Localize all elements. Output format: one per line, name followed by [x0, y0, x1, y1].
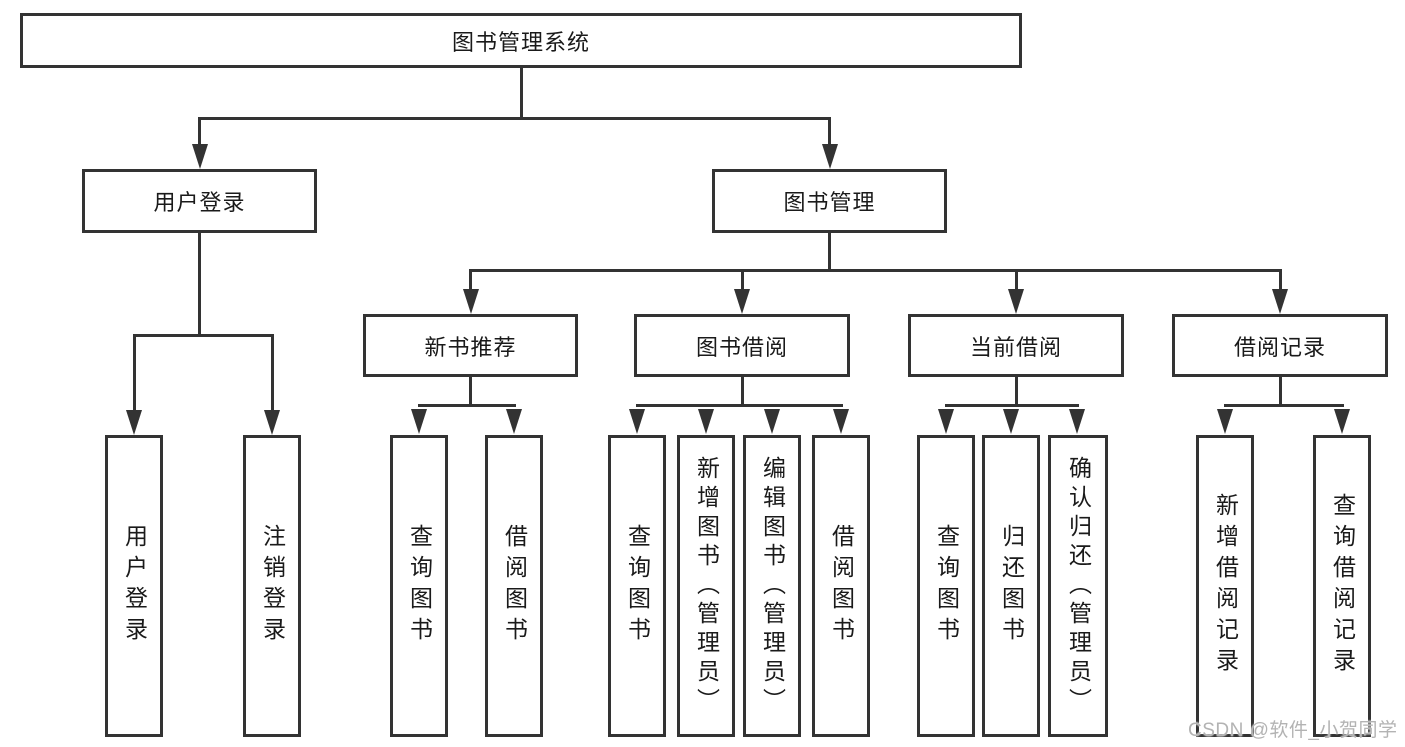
- connector-login-child1-stem: [132, 334, 136, 412]
- arrowhead-to-br-add: [1217, 409, 1233, 434]
- leaf-label: 注销登录: [259, 524, 286, 648]
- leaf-label: 查询图书: [624, 524, 651, 648]
- arrowhead-to-leaf-logout: [264, 410, 280, 435]
- arrowhead-to-cb-query: [938, 409, 954, 434]
- node-current-borrow: 当前借阅: [908, 314, 1124, 377]
- node-leaf-br-query-record: 查询借阅记录: [1313, 435, 1371, 737]
- connector-current-down: [1014, 377, 1018, 407]
- node-leaf-bb-add-books-admin: 新增图书（管理员）: [677, 435, 735, 737]
- node-new-book-recommend: 新书推荐: [363, 314, 578, 377]
- connector-borrow-bar: [635, 404, 843, 407]
- connector-login-bar: [132, 334, 274, 337]
- arrowhead-to-br-query: [1334, 409, 1350, 434]
- arrowhead-to-bb-edit: [764, 409, 780, 434]
- connector-records-stem: [1278, 269, 1282, 291]
- connector-root-stem: [519, 68, 523, 120]
- node-leaf-br-add-record: 新增借阅记录: [1196, 435, 1254, 737]
- arrowhead-to-cb-return: [1003, 409, 1019, 434]
- connector-records-down: [1278, 377, 1282, 407]
- arrowhead-to-nb-query: [411, 409, 427, 434]
- connector-login-down: [198, 233, 201, 337]
- node-user-login-group: 用户登录: [82, 169, 317, 233]
- connector-mgmt-bar: [469, 269, 1282, 272]
- connector-current-bar: [944, 404, 1079, 407]
- arrowhead-to-bb-query: [629, 409, 645, 434]
- node-leaf-cb-return-books: 归还图书: [982, 435, 1040, 737]
- connector-root-bar: [198, 117, 831, 120]
- arrowhead-to-user-login-group: [191, 144, 208, 169]
- leaf-label: 新增图书（管理员）: [693, 455, 720, 717]
- arrowhead-to-nb-borrow: [506, 409, 522, 434]
- connector-newbook-down: [469, 377, 472, 407]
- node-leaf-logout: 注销登录: [243, 435, 301, 737]
- connector-login-child2-stem: [270, 334, 274, 412]
- node-leaf-bb-edit-books-admin: 编辑图书（管理员）: [743, 435, 801, 737]
- arrowhead-to-bb-borrow: [833, 409, 849, 434]
- node-library-system: 图书管理系统: [20, 13, 1022, 68]
- leaf-label: 查询图书: [933, 524, 960, 648]
- connector-records-bar: [1223, 404, 1344, 407]
- node-leaf-bb-query-books: 查询图书: [608, 435, 666, 737]
- connector-mgmt-down: [828, 233, 831, 272]
- leaf-label: 借阅图书: [501, 524, 528, 648]
- node-leaf-user-login: 用户登录: [105, 435, 163, 737]
- node-borrow-records: 借阅记录: [1172, 314, 1388, 377]
- node-leaf-cb-confirm-return-admin: 确认归还（管理员）: [1048, 435, 1108, 737]
- node-book-mgmt-group: 图书管理: [712, 169, 947, 233]
- csdn-watermark: CSDN @软件_小贺同学: [1188, 720, 1398, 741]
- leaf-label: 查询图书: [406, 524, 433, 648]
- node-leaf-nb-borrow-books: 借阅图书: [485, 435, 543, 737]
- connector-newbook-bar: [417, 404, 516, 407]
- arrowhead-to-new-book-recommend: [462, 289, 479, 314]
- connector-current-stem: [1014, 269, 1018, 291]
- node-leaf-nb-query-books: 查询图书: [390, 435, 448, 737]
- connector-newbook-stem: [469, 269, 472, 291]
- leaf-label: 用户登录: [121, 524, 148, 648]
- leaf-label: 借阅图书: [828, 524, 855, 648]
- arrowhead-to-cb-confirm: [1069, 409, 1085, 434]
- connector-login-stem: [198, 117, 201, 147]
- arrowhead-to-book-mgmt-group: [821, 144, 838, 169]
- leaf-label: 新增借阅记录: [1212, 493, 1239, 679]
- leaf-label: 确认归还（管理员）: [1065, 455, 1092, 717]
- arrowhead-to-bb-add: [698, 409, 714, 434]
- arrowhead-to-borrow-records: [1272, 289, 1288, 314]
- node-book-borrow: 图书借阅: [634, 314, 850, 377]
- connector-borrow-down: [740, 377, 744, 407]
- node-leaf-cb-query-books: 查询图书: [917, 435, 975, 737]
- leaf-label: 编辑图书（管理员）: [759, 455, 786, 717]
- leaf-label: 归还图书: [998, 524, 1025, 648]
- arrowhead-to-book-borrow: [734, 289, 750, 314]
- leaf-label: 查询借阅记录: [1329, 493, 1356, 679]
- arrowhead-to-current-borrow: [1008, 289, 1024, 314]
- arrowhead-to-leaf-user-login: [126, 410, 142, 435]
- connector-borrow-stem: [740, 269, 744, 291]
- connector-mgmt-stem: [828, 117, 831, 147]
- node-leaf-bb-borrow-books: 借阅图书: [812, 435, 870, 737]
